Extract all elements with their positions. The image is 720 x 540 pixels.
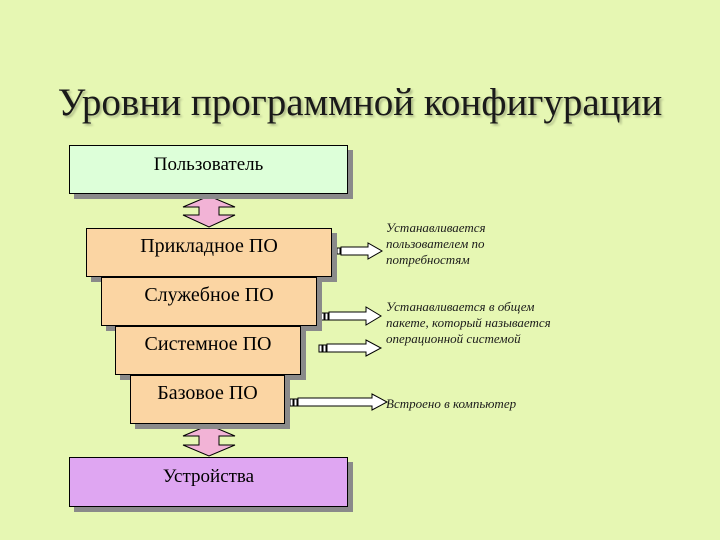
double-arrow-user-app bbox=[182, 195, 236, 228]
note-line: Встроено в компьютер bbox=[386, 396, 517, 411]
note-line: Устанавливается bbox=[386, 220, 486, 235]
note-line: пакете, который называется bbox=[386, 315, 551, 330]
page-title: Уровни программной конфигурации bbox=[57, 81, 663, 124]
note-application: Устанавливается пользователем по потребн… bbox=[386, 220, 486, 268]
level-utility-label: Служебное ПО bbox=[144, 284, 274, 306]
note-line: Устанавливается в общем bbox=[386, 299, 535, 314]
note-base: Встроено в компьютер bbox=[386, 396, 516, 412]
note-line: потребностям bbox=[386, 252, 470, 267]
level-devices: Устройства bbox=[69, 457, 348, 507]
note-line: пользователем по bbox=[386, 236, 485, 251]
double-arrow-base-devices bbox=[182, 424, 236, 457]
arrow-base-note bbox=[289, 393, 389, 411]
level-base-software: Базовое ПО bbox=[130, 375, 285, 424]
note-line: операционной системой bbox=[386, 331, 521, 346]
note-utility-system: Устанавливается в общем пакете, который … bbox=[386, 299, 551, 347]
level-application-label: Прикладное ПО bbox=[140, 235, 278, 257]
level-application-software: Прикладное ПО bbox=[86, 228, 332, 277]
level-devices-label: Устройства bbox=[162, 466, 255, 487]
level-system-label: Системное ПО bbox=[144, 333, 272, 355]
arrow-util-note bbox=[320, 306, 382, 326]
level-user-label: Пользователь bbox=[153, 154, 264, 175]
level-user: Пользователь bbox=[69, 145, 348, 194]
level-utility-software: Служебное ПО bbox=[101, 277, 317, 326]
level-base-label: Базовое ПО bbox=[157, 382, 258, 404]
arrow-sys-note bbox=[318, 339, 383, 357]
level-system-software: Системное ПО bbox=[115, 326, 301, 375]
arrow-app-note bbox=[332, 242, 384, 260]
